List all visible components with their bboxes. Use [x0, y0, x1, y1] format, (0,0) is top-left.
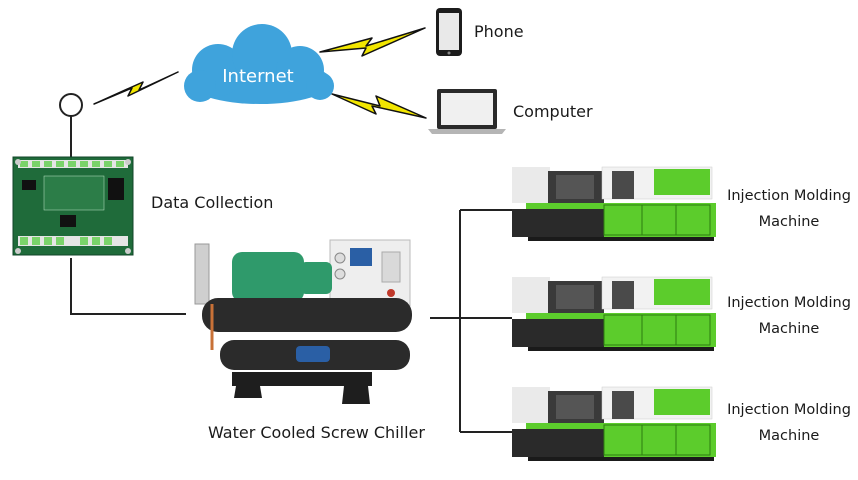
machine-label-line1: Injection Molding: [727, 295, 851, 311]
machine-1: [512, 166, 716, 241]
machine-2: [512, 276, 716, 351]
connection-lines: [70, 116, 512, 433]
machine-label-line1: Injection Molding: [727, 402, 851, 418]
lightning-icon: [93, 27, 427, 119]
phone-label: Phone: [474, 22, 524, 41]
machine-label-line2: Machine: [758, 321, 820, 337]
machine-3: [512, 386, 716, 461]
laptop-icon: [428, 89, 506, 134]
data-collection-label: Data Collection: [151, 193, 274, 212]
lightning-cloud-phone: [319, 27, 426, 57]
machine-label: Injection Molding Machine: [722, 183, 856, 235]
board-to-chiller-line: [70, 258, 186, 315]
lightning-antenna-cloud: [93, 71, 179, 105]
machine-label-line2: Machine: [758, 214, 820, 230]
computer-label: Computer: [513, 102, 593, 121]
machine-label: Injection Molding Machine: [722, 397, 856, 449]
chiller-label: Water Cooled Screw Chiller: [208, 423, 425, 442]
machine-label-line1: Injection Molding: [727, 188, 851, 204]
machine-label-line2: Machine: [758, 428, 820, 444]
lightning-cloud-computer: [331, 93, 427, 119]
machine-label: Injection Molding Machine: [722, 290, 856, 342]
internet-label: Internet: [222, 66, 294, 87]
cloud-icon: [184, 24, 334, 104]
circuit-board-icon: [12, 156, 134, 256]
chiller-icon: [194, 239, 412, 404]
antenna-icon: [59, 93, 83, 117]
injection-molding-machine-icon: [512, 166, 716, 461]
phone-icon: [436, 8, 462, 56]
